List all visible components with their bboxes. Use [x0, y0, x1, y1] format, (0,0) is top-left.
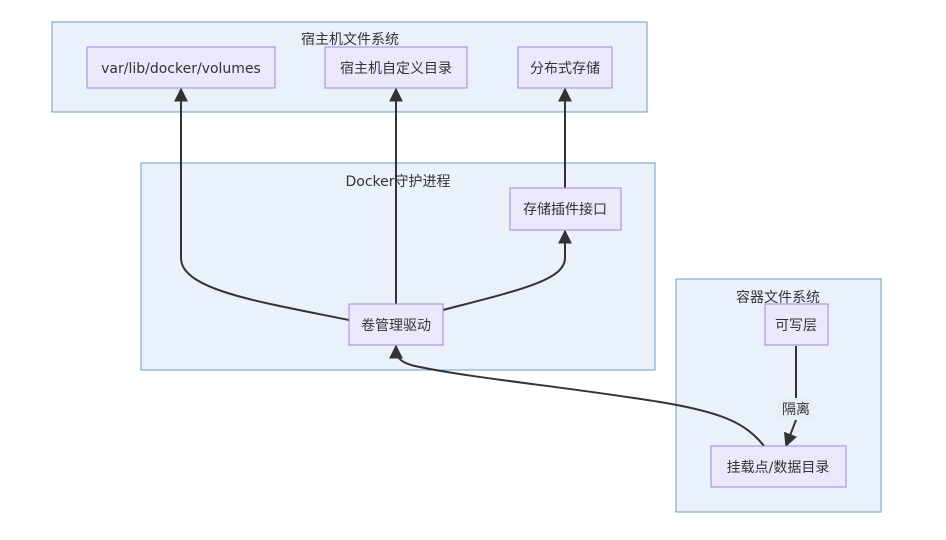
cluster-docker-daemon-title: Docker守护进程	[345, 174, 450, 190]
edge-label-isolation-text: 隔离	[782, 401, 810, 418]
node-mount-point[interactable]: 挂载点/数据目录	[710, 445, 847, 488]
cluster-host-filesystem-title: 宿主机文件系统	[301, 31, 399, 48]
node-host-custom-dir-label: 宿主机自定义目录	[340, 60, 452, 77]
node-mount-point-label: 挂载点/数据目录	[727, 460, 830, 476]
node-volume-driver-label: 卷管理驱动	[361, 318, 431, 334]
node-volumes-dir-label: var/lib/docker/volumes	[101, 61, 261, 77]
node-host-custom-dir[interactable]: 宿主机自定义目录	[324, 46, 468, 89]
node-volume-driver[interactable]: 卷管理驱动	[348, 303, 444, 346]
node-distributed-storage-label: 分布式存储	[530, 61, 600, 77]
edge-mount-to-driver	[389, 344, 765, 447]
node-writable-layer[interactable]: 可写层	[764, 303, 829, 346]
edge-driver-to-plugin	[442, 229, 572, 311]
node-storage-plugin-label: 存储插件接口	[523, 201, 607, 218]
node-distributed-storage[interactable]: 分布式存储	[517, 46, 613, 89]
cluster-container-filesystem-title: 容器文件系统	[736, 289, 820, 306]
node-volumes-dir[interactable]: var/lib/docker/volumes	[86, 46, 276, 89]
edge-label-isolation: 隔离	[778, 398, 814, 420]
edge-driver-to-volumes	[174, 87, 350, 321]
node-storage-plugin[interactable]: 存储插件接口	[509, 187, 622, 231]
node-writable-layer-label: 可写层	[775, 318, 817, 334]
